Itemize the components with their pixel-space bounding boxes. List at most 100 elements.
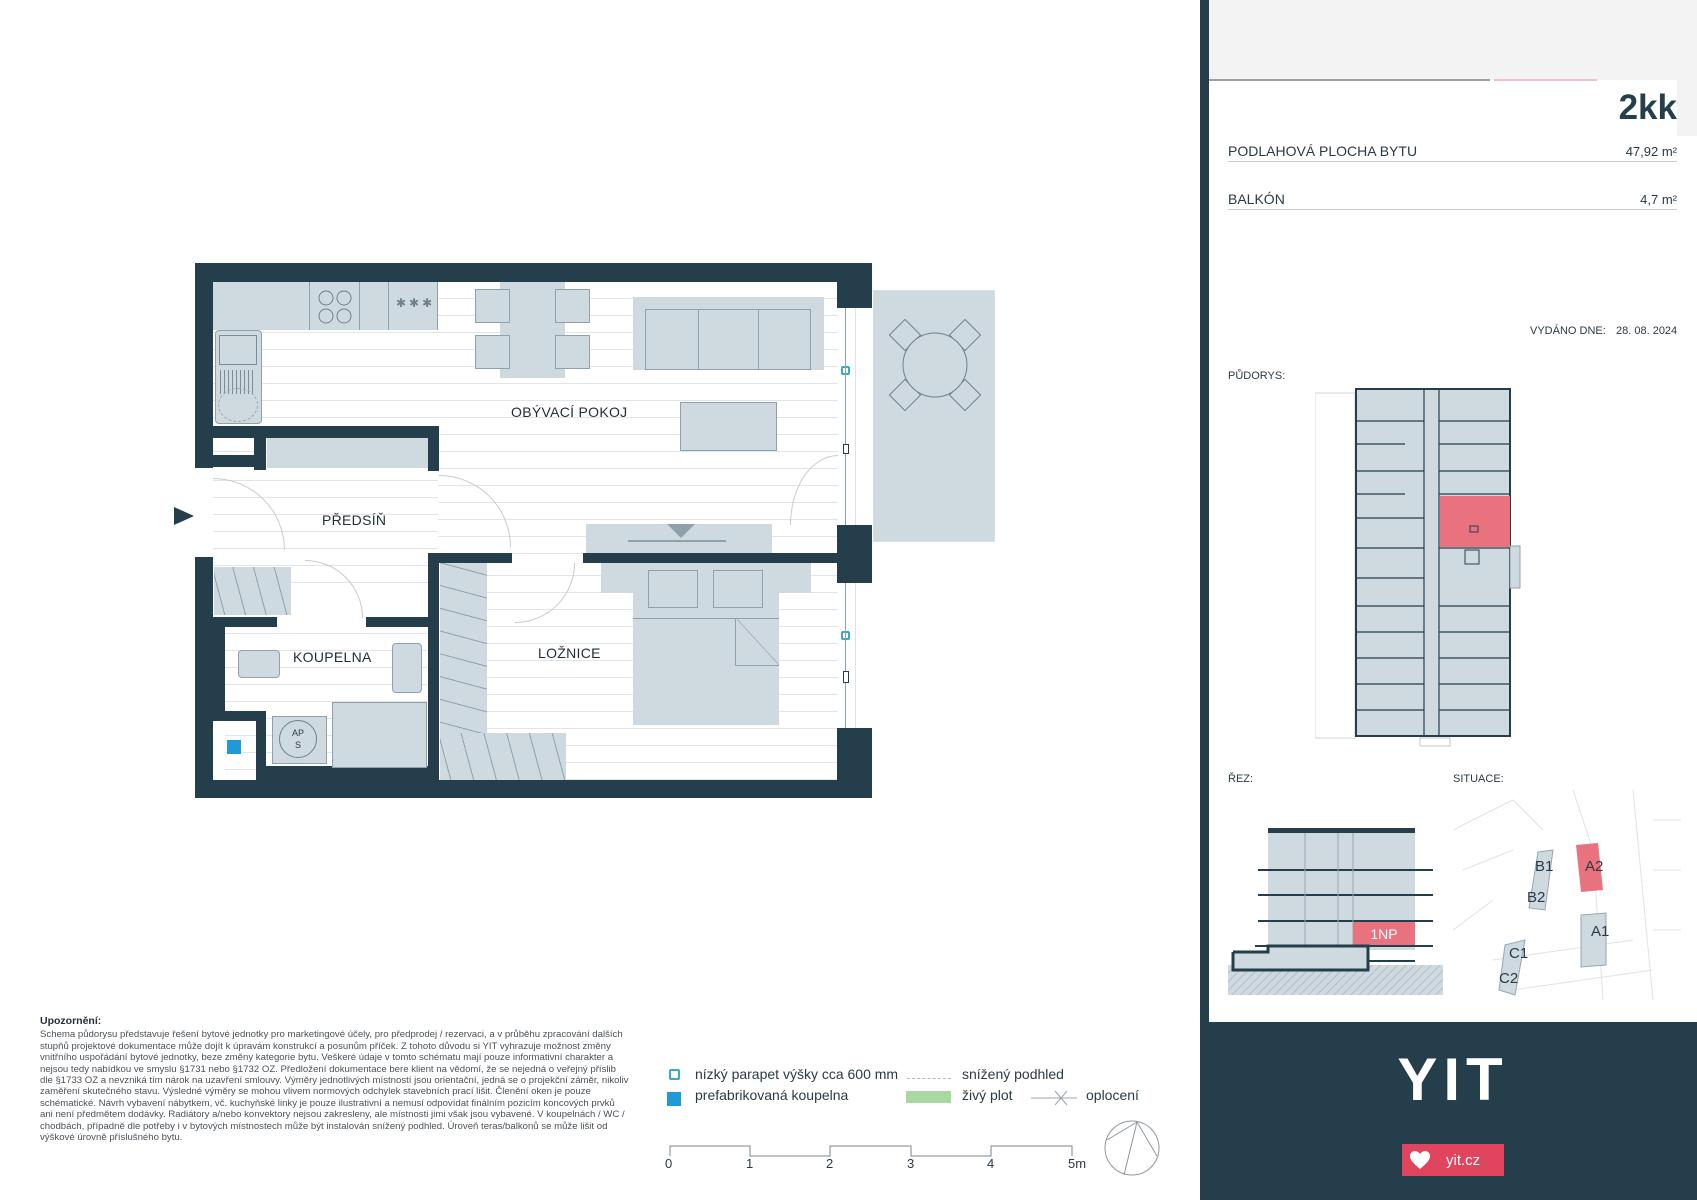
room-label-hall: PŘEDSÍŇ — [322, 512, 387, 528]
wall-bath-top-right — [366, 617, 428, 627]
wall-bath-shaft-side — [256, 711, 266, 786]
wall-left-upper — [195, 263, 213, 468]
building-floorplan-thumbnail — [1314, 388, 1555, 748]
wall-right-mid — [837, 525, 872, 583]
sink-icon — [219, 335, 257, 365]
building-a2: A2 — [1585, 858, 1603, 875]
pillow — [648, 570, 698, 608]
disclaimer: Upozornění: Schema půdorysu představuje … — [40, 1015, 630, 1143]
panel-header-strip — [1677, 80, 1697, 136]
legend-fence: oplocení — [1086, 1087, 1139, 1103]
dining-chair — [475, 335, 510, 369]
building-floorplan-label: PŮDORYS: — [1228, 370, 1286, 382]
balcony-table — [885, 315, 985, 415]
sofa-cushion — [645, 309, 699, 370]
mullion — [843, 671, 849, 683]
wall-closet-bottom — [195, 455, 265, 467]
wall-bath-left — [213, 617, 225, 717]
pillow — [713, 570, 763, 608]
panel-header-area — [1209, 0, 1697, 80]
kitchen-counter — [213, 282, 438, 330]
scale-tick: 3 — [907, 1156, 915, 1171]
wall-bath-shaft — [213, 711, 260, 721]
legend-lowered-ceiling: snížený podhled — [962, 1066, 1064, 1082]
issued-label: VYDÁNO DNE: — [1530, 325, 1606, 337]
wall-bedroom-top-left — [428, 553, 512, 563]
window-frame — [845, 583, 846, 728]
entrance-arrow-icon — [174, 507, 194, 525]
appliance-label-ap: AP — [291, 728, 304, 738]
scale-tick: 0 — [665, 1156, 673, 1171]
website-badge[interactable]: yit.cz — [1402, 1144, 1504, 1176]
yit-logo: YIT — [1397, 1046, 1509, 1113]
floor-area-divider — [1228, 161, 1677, 162]
dining-chair — [475, 289, 510, 323]
header-divider-pink — [1494, 79, 1597, 81]
washbasin — [392, 643, 422, 693]
appliance-label-s: S — [294, 740, 301, 750]
building-b2: B2 — [1527, 889, 1545, 906]
window-frame — [855, 583, 856, 728]
section-label: ŘEZ: — [1228, 773, 1254, 785]
hall-wardrobe — [267, 438, 428, 468]
prefab-bathroom-legend-icon — [667, 1092, 681, 1106]
scale-tick: 1 — [746, 1156, 754, 1171]
coffee-table — [680, 402, 777, 451]
bedroom-wardrobe-horizontal — [440, 733, 566, 780]
dining-chair — [555, 335, 590, 369]
north-arrow-icon — [1103, 1119, 1161, 1177]
panel-left-bar — [1200, 0, 1209, 1200]
heart-icon — [1408, 1148, 1432, 1172]
disclaimer-title: Upozornění: — [40, 1015, 102, 1027]
legend-prefab-bathroom: prefabrikovaná koupelna — [695, 1087, 849, 1103]
situation-map: B1 A2 B2 A1 C1 C2 — [1452, 789, 1681, 1001]
header-divider-gray — [1209, 79, 1490, 81]
website-link[interactable]: yit.cz — [1446, 1151, 1481, 1169]
bed-blanket-diag — [735, 618, 779, 666]
building-c2: C2 — [1499, 970, 1518, 987]
shoe-cabinet — [214, 567, 291, 615]
toilet — [238, 650, 280, 678]
hedge-legend-swatch — [906, 1091, 951, 1103]
tv-icon — [667, 524, 695, 538]
cooktop-icon — [315, 287, 355, 327]
dining-chair — [555, 289, 590, 323]
wall-bedroom-top-right — [583, 553, 838, 563]
lowered-ceiling-legend-line — [907, 1078, 951, 1079]
building-a1: A1 — [1591, 923, 1609, 940]
section-drawing: 1NP — [1228, 820, 1443, 995]
wall-kitchen-hall — [195, 426, 438, 438]
window-frame — [845, 308, 846, 525]
dishwasher-door-arc — [218, 388, 258, 422]
bed-blanket-fold — [633, 618, 779, 619]
fence-legend-icon — [1031, 1090, 1077, 1106]
appliance-symbol: AP S — [279, 720, 317, 758]
bedroom-wardrobe-vertical — [440, 563, 487, 733]
room-label-bedroom: LOŽNICE — [538, 645, 601, 661]
kitchen-divider — [388, 282, 389, 330]
dining-table — [500, 282, 565, 378]
wall-right-bottom — [837, 728, 872, 798]
unit-type: 2kk — [1618, 88, 1677, 127]
scale-bar-graphic — [669, 1144, 1074, 1157]
wall-bath-top-left — [213, 617, 277, 627]
floor-area-label: PODLAHOVÁ PLOCHA BYTU — [1228, 143, 1418, 159]
sofa-cushion — [758, 309, 811, 370]
wall-bottom — [195, 780, 872, 798]
floor-area-value: 47,92 m² — [1625, 144, 1677, 159]
building-b1: B1 — [1535, 858, 1553, 875]
situation-label: SITUACE: — [1453, 773, 1504, 785]
wall-hall-bedroom — [428, 553, 439, 798]
scale-tick: 2 — [826, 1156, 834, 1171]
shower — [332, 702, 427, 768]
mullion — [843, 444, 849, 454]
wall-hall-living — [428, 426, 439, 471]
wall-right-top — [837, 263, 872, 308]
sofa-cushion — [698, 309, 759, 370]
scale-tick: 5m — [1068, 1156, 1087, 1171]
wall-left-lower — [195, 557, 213, 798]
tv-line — [628, 540, 726, 542]
wall-bath-bottom — [256, 766, 428, 780]
window-frame — [855, 308, 856, 525]
scale-tick: 4 — [987, 1156, 995, 1171]
